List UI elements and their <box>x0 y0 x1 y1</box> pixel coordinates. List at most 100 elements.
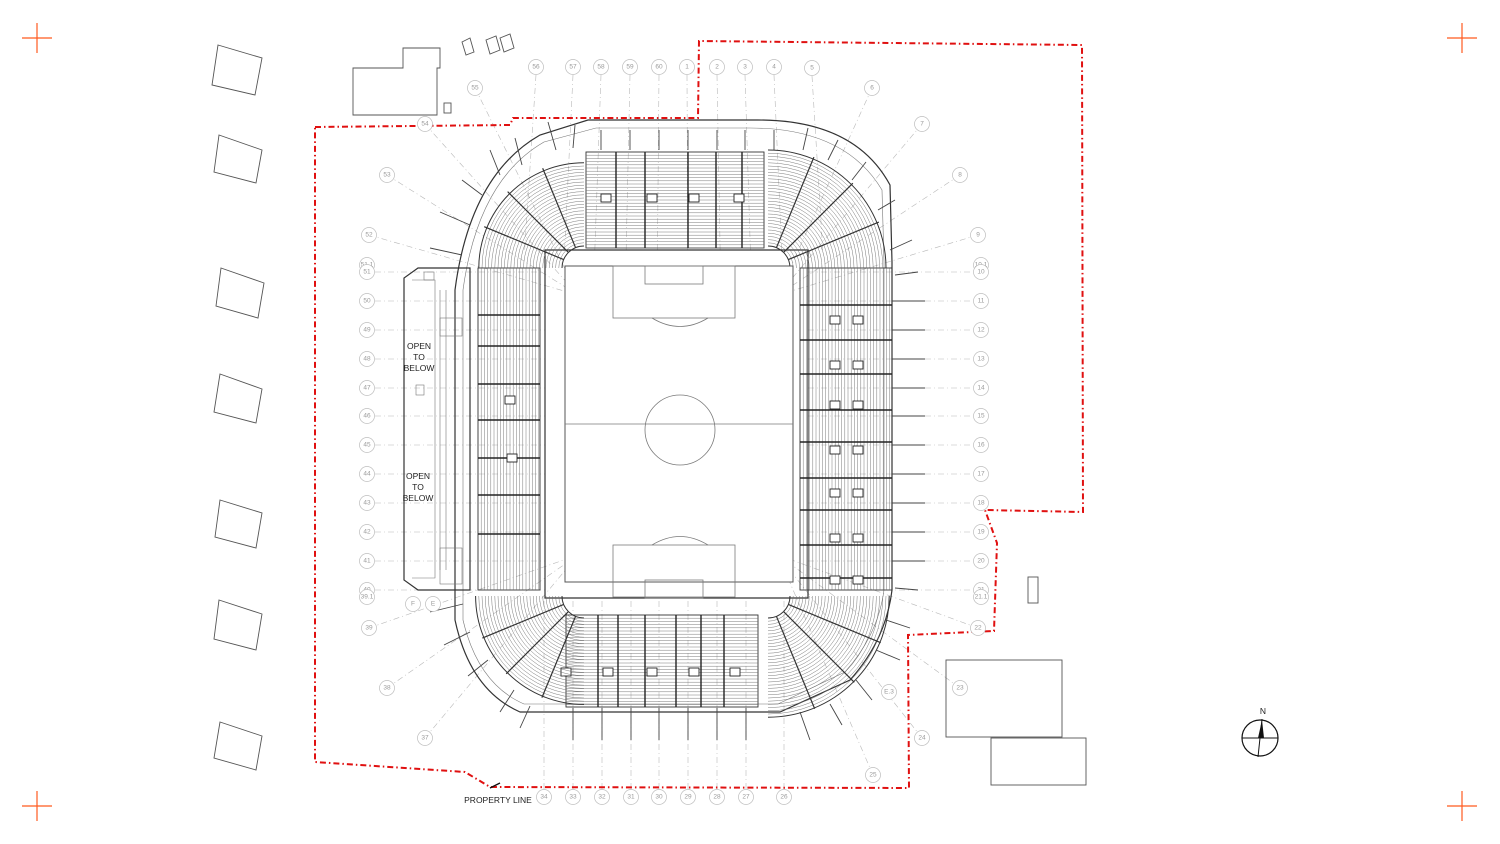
svg-text:53: 53 <box>383 172 391 179</box>
svg-text:42: 42 <box>363 529 371 536</box>
south-stand-seats <box>565 614 759 708</box>
roof-truss <box>489 149 501 176</box>
svg-text:BELOW: BELOW <box>404 363 435 373</box>
svg-text:44: 44 <box>363 471 371 478</box>
grid-bubble-top: 4 <box>766 59 782 75</box>
grid-line <box>386 174 579 296</box>
crop-marks <box>22 23 1477 821</box>
grid-bubble-top: 58 <box>593 59 609 75</box>
grid-line <box>777 234 979 296</box>
grid-line <box>777 174 961 296</box>
svg-text:25: 25 <box>869 772 877 779</box>
grid-bubble-right: 19 <box>973 524 989 540</box>
vomitory-entry <box>733 193 745 203</box>
vomitory-entry <box>829 360 841 370</box>
vomitory-entry <box>852 315 864 325</box>
open-to-below-label-2: OPEN TO BELOW <box>403 471 434 503</box>
svg-text:55: 55 <box>471 85 479 92</box>
north-arrow-icon: N <box>1241 706 1279 758</box>
svg-text:12: 12 <box>977 327 985 334</box>
svg-text:17: 17 <box>977 471 985 478</box>
grid-line <box>424 554 579 739</box>
roof-truss <box>802 127 809 151</box>
svg-text:6: 6 <box>870 85 874 92</box>
grid-bubble-left: 46 <box>359 408 375 424</box>
vomitory-entry <box>852 533 864 543</box>
grid-bubble-corner: 53 <box>379 167 395 183</box>
svg-text:11: 11 <box>978 298 985 305</box>
svg-text:39: 39 <box>365 625 373 632</box>
roof-truss <box>851 161 867 181</box>
svg-text:1: 1 <box>685 64 689 71</box>
roof-truss <box>572 124 576 149</box>
grid-line <box>773 74 782 251</box>
vomitory-entry <box>829 533 841 543</box>
svg-text:57: 57 <box>569 64 577 71</box>
svg-text:26: 26 <box>780 794 788 801</box>
northwest-corner-seats <box>478 162 585 269</box>
svg-text:56: 56 <box>532 64 540 71</box>
grid-bubble-right: 16 <box>973 437 989 453</box>
grid-bubble-left: 51 <box>359 264 375 280</box>
grid-bubble-corner: 54 <box>417 116 433 132</box>
grid-bubble-extra: F <box>405 596 421 612</box>
roof-truss <box>519 705 531 729</box>
soccer-field <box>564 265 794 599</box>
svg-text:3: 3 <box>743 64 747 71</box>
grid-bubble-corner: 55 <box>467 80 483 96</box>
svg-text:19: 19 <box>977 529 985 536</box>
grid-bubble-left: 50 <box>359 293 375 309</box>
vomitory-entry <box>602 667 614 677</box>
grid-bubble-corner: 8 <box>952 167 968 183</box>
svg-text:TO: TO <box>412 482 424 492</box>
grid-bubble-bottom: 27 <box>738 789 754 805</box>
roof-truss <box>499 689 515 713</box>
roof-truss <box>461 179 483 196</box>
svg-text:29: 29 <box>684 794 692 801</box>
svg-text:E: E <box>431 601 436 608</box>
grid-bubble-left: 43 <box>359 495 375 511</box>
grid-bubble-right: 17 <box>973 466 989 482</box>
east-stand-seats <box>799 267 893 591</box>
grid-bubble-bottom: 33 <box>565 789 581 805</box>
svg-text:37: 37 <box>421 735 429 742</box>
svg-text:34: 34 <box>540 794 548 801</box>
svg-text:22: 22 <box>974 625 982 632</box>
grid-bubble-bottom: 29 <box>680 789 696 805</box>
grid-bubble-extra: E.3 <box>881 684 897 700</box>
grid-line <box>368 554 579 629</box>
roof-truss <box>894 271 919 276</box>
roof-truss <box>875 649 901 661</box>
roof-truss <box>439 211 471 226</box>
grid-bubble-left: 45 <box>359 437 375 453</box>
grid-line <box>777 554 874 776</box>
grid-line <box>777 123 923 296</box>
grid-bubble-corner: 24 <box>914 730 930 746</box>
svg-text:59: 59 <box>626 64 634 71</box>
grid-bubble-corner: 38 <box>379 680 395 696</box>
roof-truss <box>547 121 557 151</box>
vomitory-entry <box>729 667 741 677</box>
grid-bubble-corner: 9 <box>970 227 986 243</box>
grid-bubble-right: 21.1 <box>973 589 989 605</box>
grid-bubble-left: 42 <box>359 524 375 540</box>
grid-bubble-bottom: 31 <box>623 789 639 805</box>
svg-text:50: 50 <box>363 298 371 305</box>
vomitory-entry <box>829 315 841 325</box>
grid-line <box>524 74 537 251</box>
grid-bubble-bottom: 34 <box>536 789 552 805</box>
svg-text:8: 8 <box>958 172 962 179</box>
svg-text:27: 27 <box>742 794 750 801</box>
roof-truss <box>894 587 919 591</box>
svg-text:30: 30 <box>655 794 663 801</box>
svg-text:38: 38 <box>383 685 391 692</box>
grid-bubble-corner: 22 <box>970 620 986 636</box>
vomitory-entry <box>560 667 572 677</box>
roof-truss <box>443 631 471 646</box>
svg-text:51: 51 <box>363 269 371 276</box>
southwest-corner-seats <box>475 595 585 705</box>
grid-bubble-right: 18 <box>973 495 989 511</box>
vomitory-entry <box>646 193 658 203</box>
svg-text:15: 15 <box>977 413 985 420</box>
